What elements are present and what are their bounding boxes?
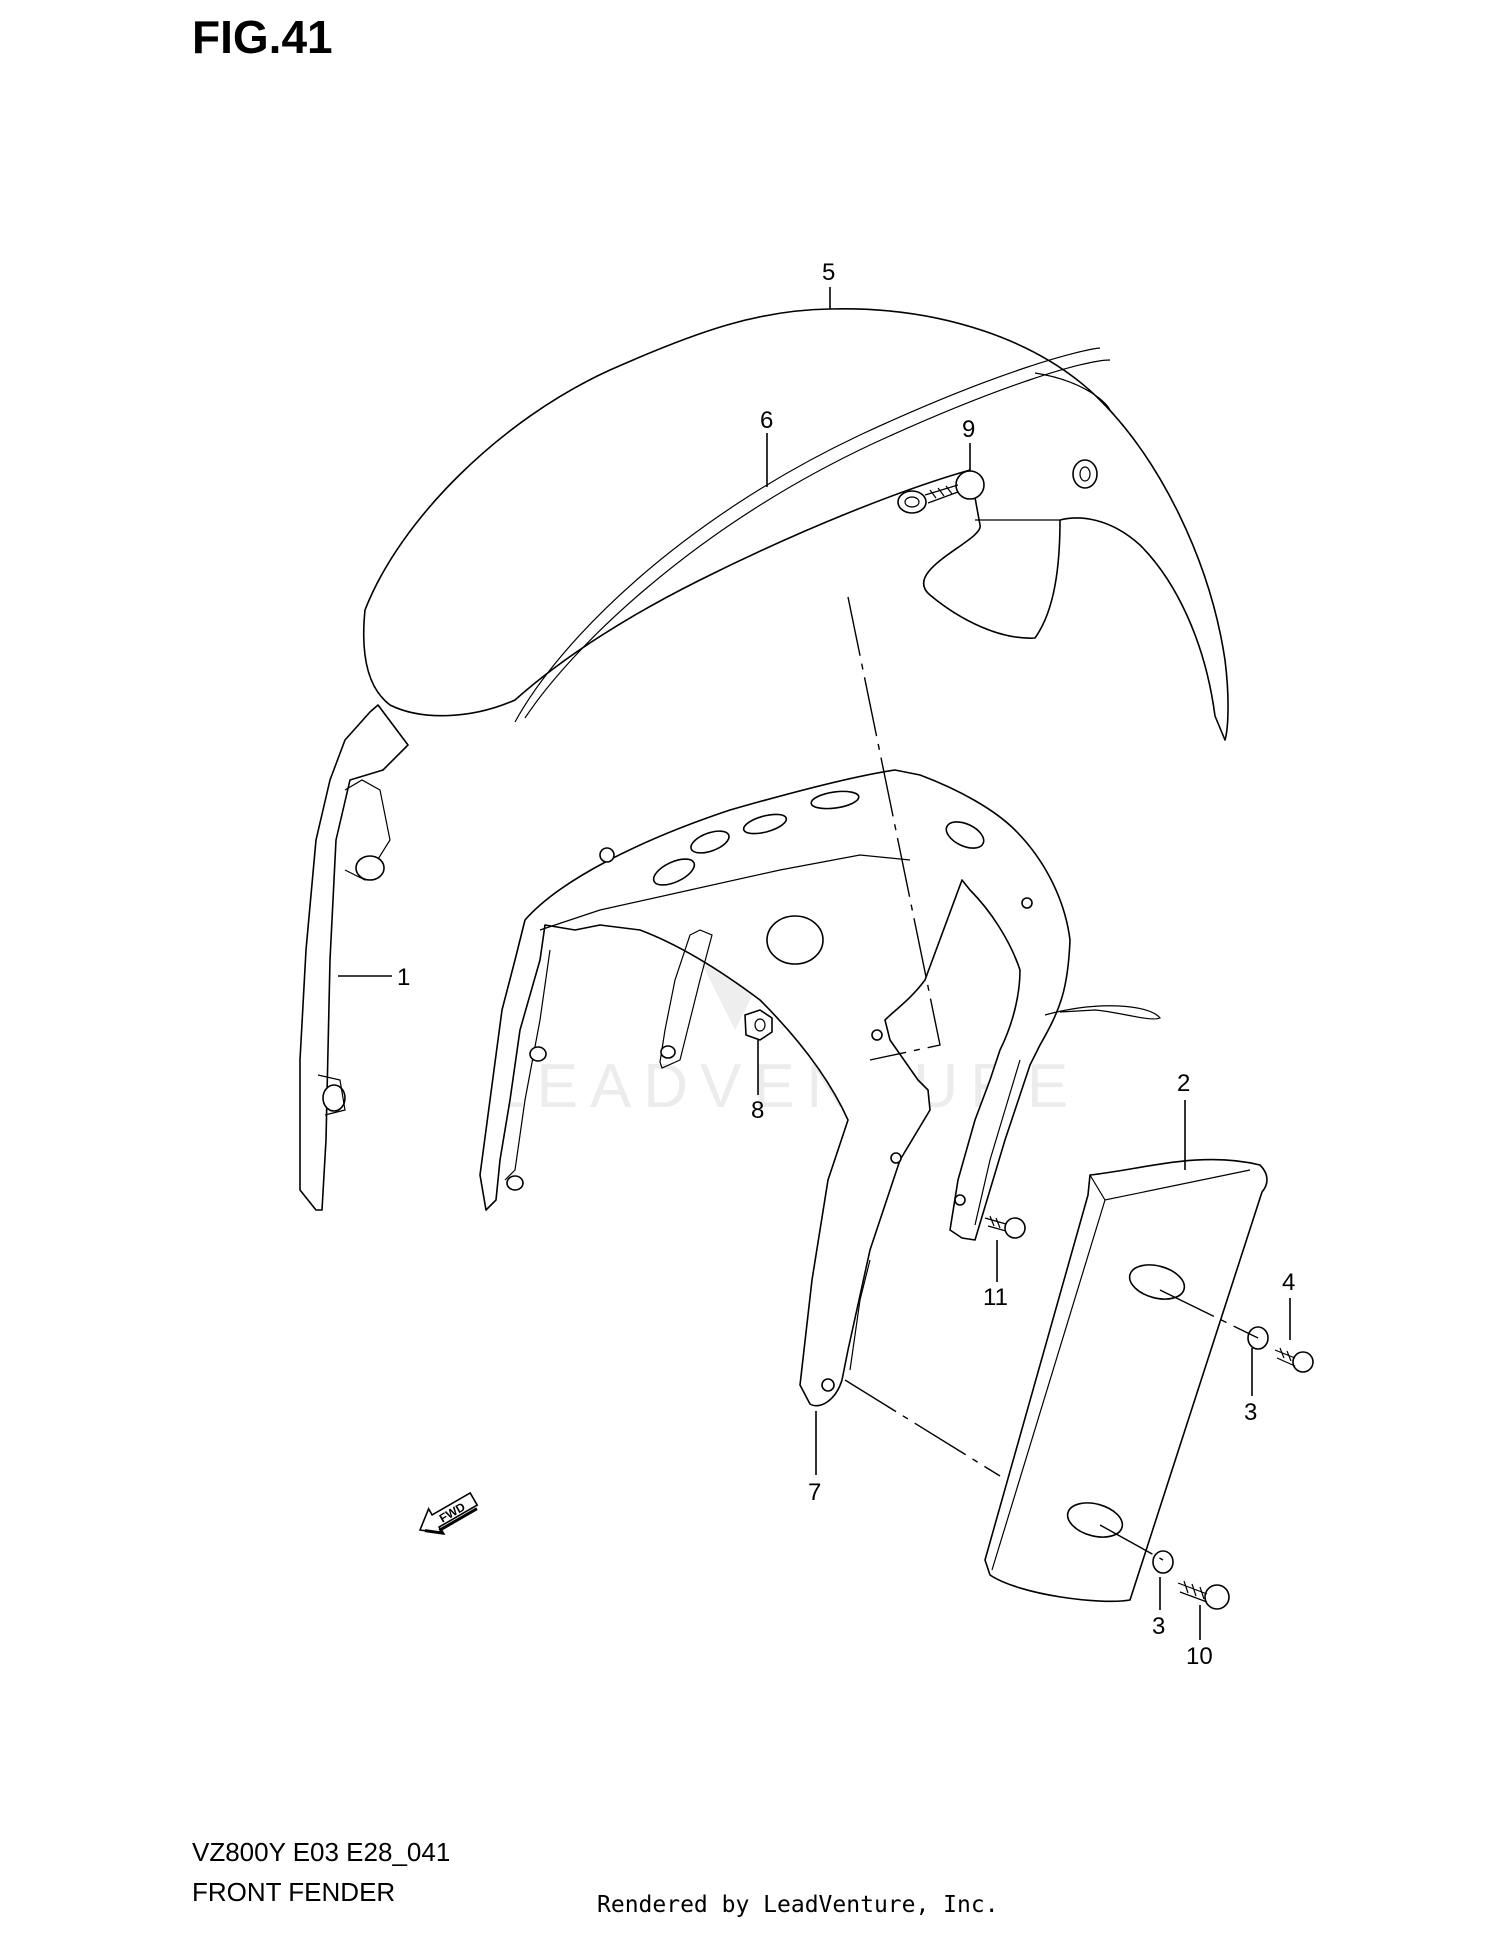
part-7-fender-brace bbox=[479, 769, 1161, 1407]
callout-7: 7 bbox=[808, 1479, 821, 1506]
assembly-line-lower-screw bbox=[1099, 1524, 1164, 1561]
callout-3-upper: 3 bbox=[1244, 1399, 1257, 1426]
callout-8: 8 bbox=[751, 1097, 764, 1124]
assembly-line-upper-screw bbox=[1159, 1289, 1259, 1339]
part-11-bolt bbox=[984, 1215, 1026, 1239]
callout-5: 5 bbox=[822, 259, 835, 286]
section-name: FRONT FENDER bbox=[192, 1877, 396, 1907]
callout-11: 11 bbox=[983, 1284, 1008, 1311]
callout-9: 9 bbox=[962, 416, 975, 443]
part-1-bracket bbox=[299, 704, 409, 1211]
model-code: VZ800Y E03 E28_041 bbox=[192, 1837, 451, 1867]
callout-4: 4 bbox=[1282, 1269, 1295, 1296]
leader-lines bbox=[338, 287, 1291, 1640]
part-5-front-fender bbox=[362, 308, 1229, 741]
watermark-text: LEADVENTURE bbox=[490, 1052, 1080, 1121]
callout-1: 1 bbox=[397, 964, 410, 991]
part-2-cover-plate bbox=[984, 1158, 1268, 1603]
part-3-spacer-lower bbox=[1152, 1550, 1174, 1574]
grommet-hole-front bbox=[897, 490, 927, 514]
callout-2: 2 bbox=[1177, 1070, 1190, 1097]
figure-title: FIG.41 bbox=[192, 11, 333, 63]
fwd-arrow-icon: FWD bbox=[418, 1491, 479, 1536]
part-10-screw bbox=[1177, 1580, 1230, 1610]
callout-10: 10 bbox=[1186, 1643, 1213, 1670]
rendered-by-credit: Rendered by LeadVenture, Inc. bbox=[597, 1892, 999, 1918]
part-8-nut bbox=[744, 1009, 773, 1041]
callout-3-lower: 3 bbox=[1152, 1613, 1165, 1640]
part-4-screw bbox=[1274, 1347, 1314, 1373]
part-9-screw bbox=[924, 470, 985, 504]
assembly-line-fender bbox=[847, 596, 941, 1061]
grommet-hole-rear bbox=[1072, 459, 1098, 489]
assembly-line-brace bbox=[844, 1379, 1001, 1477]
callout-6: 6 bbox=[760, 407, 773, 434]
